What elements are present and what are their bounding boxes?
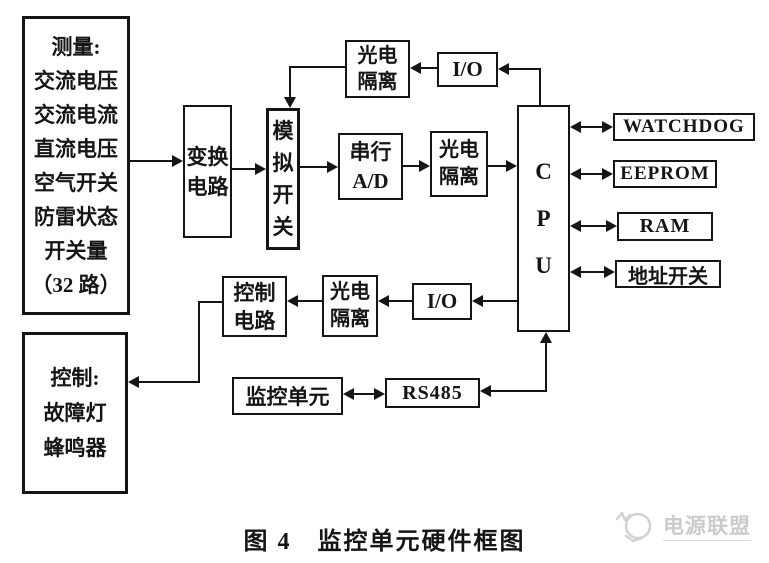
block-eeprom: EEPROM [613,160,717,188]
connector-cpu-iotop-vline [539,68,541,105]
connector-cpu-eeprom-arrowhead-right [602,168,613,180]
connector-cpu-address-line [581,271,604,273]
connector-opto-cpu-line [488,165,506,167]
connector-serialad-opto-line [403,165,419,167]
connector-controlcircuit-outputs-hline2 [139,381,200,383]
block-analog-switch-label: 模 拟 开 关 [272,119,294,239]
connector-opto-cpu-arrowhead [506,160,517,172]
block-control-circuit-label: 控制 电路 [233,280,276,333]
connector-iobottom-optobottom-arrowhead [378,295,389,307]
block-opto-isolation-top: 光电 隔离 [345,40,410,98]
connector-cpu-iotop-hline [509,68,540,70]
block-eeprom-label: EEPROM [620,163,710,184]
block-address-switch-label: 地址开关 [628,265,708,288]
connector-cpu-watchdog-arrowhead-right [602,121,613,133]
connector-cpu-address-arrowhead-right [604,266,615,278]
watermark-text: 电源联盟 [663,510,751,541]
block-io-bottom: I/O [412,283,472,320]
connector-optobottom-controlcircuit-arrowhead [287,295,298,307]
connector-optobottom-controlcircuit-line [298,300,322,302]
block-cpu: C P U [517,105,570,332]
block-measure-inputs: 测量: 交流电压 交流电流 直流电压 空气开关 防雷状态 开关量 （32 路） [22,16,130,315]
connector-cpu-ram-line [581,225,606,227]
connector-cpu-watchdog-arrowhead-left [570,121,581,133]
connector-iotop-optotop-line [421,67,437,69]
connector-monitor-rs485-arrowhead-left [343,388,354,400]
block-opto-isolation-top-label: 光电 隔离 [357,45,398,93]
connector-serialad-opto-arrowhead [419,160,430,172]
connector-rs485-cpu-vline [545,343,547,391]
block-io-bottom-label: I/O [426,289,458,313]
connector-optotop-analog-arrowhead [284,97,296,108]
block-io-top: I/O [437,52,498,87]
connector-iotop-optotop-arrowhead [410,62,421,74]
block-control-outputs-label: 控制: 故障灯 蜂鸣器 [43,365,107,460]
connector-measure-transform-arrowhead [172,155,183,167]
block-transform-circuit: 变换 电路 [183,105,232,238]
figure-caption: 图 4 监控单元硬件框图 [243,529,526,555]
connector-controlcircuit-outputs-arrowhead [128,376,139,388]
connector-cpu-ram-arrowhead-right [606,220,617,232]
connector-controlcircuit-outputs-hline1 [198,301,222,303]
connector-cpu-eeprom-line [581,173,602,175]
connector-analog-serialad-arrowhead [327,161,338,173]
block-opto-isolation-mid-label: 光电 隔离 [439,139,479,188]
block-ram-label: RAM [639,215,691,237]
block-address-switch: 地址开关 [615,260,721,288]
connector-rs485-cpu-hline [491,390,547,392]
connector-monitor-rs485-arrowhead-right [374,388,385,400]
block-serial-ad-label: 串行 A/D [349,139,392,193]
block-opto-isolation-mid: 光电 隔离 [430,131,488,197]
block-serial-ad: 串行 A/D [338,133,403,200]
connector-cpu-iobottom-line [483,300,517,302]
block-watchdog-label: WATCHDOG [623,116,745,137]
connector-monitor-rs485-line [354,393,374,395]
block-monitor-unit: 监控单元 [232,377,343,415]
block-measure-inputs-label: 测量: 交流电压 交流电流 直流电压 空气开关 防雷状态 开关量 （32 路） [31,34,121,297]
connector-optotop-analog-vline [289,66,291,97]
block-rs485-label: RS485 [402,381,463,404]
block-monitor-unit-label: 监控单元 [245,385,330,409]
block-opto-isolation-bottom: 光电 隔离 [322,275,378,337]
connector-rs485-cpu-arrowhead-up [540,332,552,343]
connector-transform-analog-arrowhead [255,163,266,175]
connector-cpu-ram-arrowhead-left [570,220,581,232]
connector-transform-analog-line [232,168,255,170]
block-rs485: RS485 [385,378,480,408]
block-opto-isolation-bottom-label: 光电 隔离 [330,281,370,330]
connector-cpu-iotop-arrowhead [498,63,509,75]
connector-controlcircuit-outputs-vline [198,301,200,382]
connector-cpu-watchdog-line [581,126,602,128]
block-control-circuit: 控制 电路 [222,276,287,337]
block-cpu-label: C P U [535,159,552,278]
block-analog-switch: 模 拟 开 关 [266,108,300,250]
block-watchdog: WATCHDOG [613,113,755,141]
power-alliance-logo-icon [615,511,652,543]
block-io-top-label: I/O [452,57,483,81]
block-ram: RAM [617,212,713,241]
block-control-outputs: 控制: 故障灯 蜂鸣器 [22,332,128,494]
connector-cpu-iobottom-arrowhead [472,295,483,307]
connector-optotop-analog-hline [290,66,345,68]
connector-iobottom-optobottom-line [389,300,412,302]
connector-rs485-cpu-arrowhead-left [480,385,491,397]
connector-measure-transform-line [130,160,172,162]
connector-analog-serialad-line [300,166,327,168]
connector-cpu-address-arrowhead-left [570,266,581,278]
block-transform-circuit-label: 变换 电路 [186,144,229,199]
watermark: 电源联盟 [612,505,751,545]
connector-cpu-eeprom-arrowhead-left [570,168,581,180]
